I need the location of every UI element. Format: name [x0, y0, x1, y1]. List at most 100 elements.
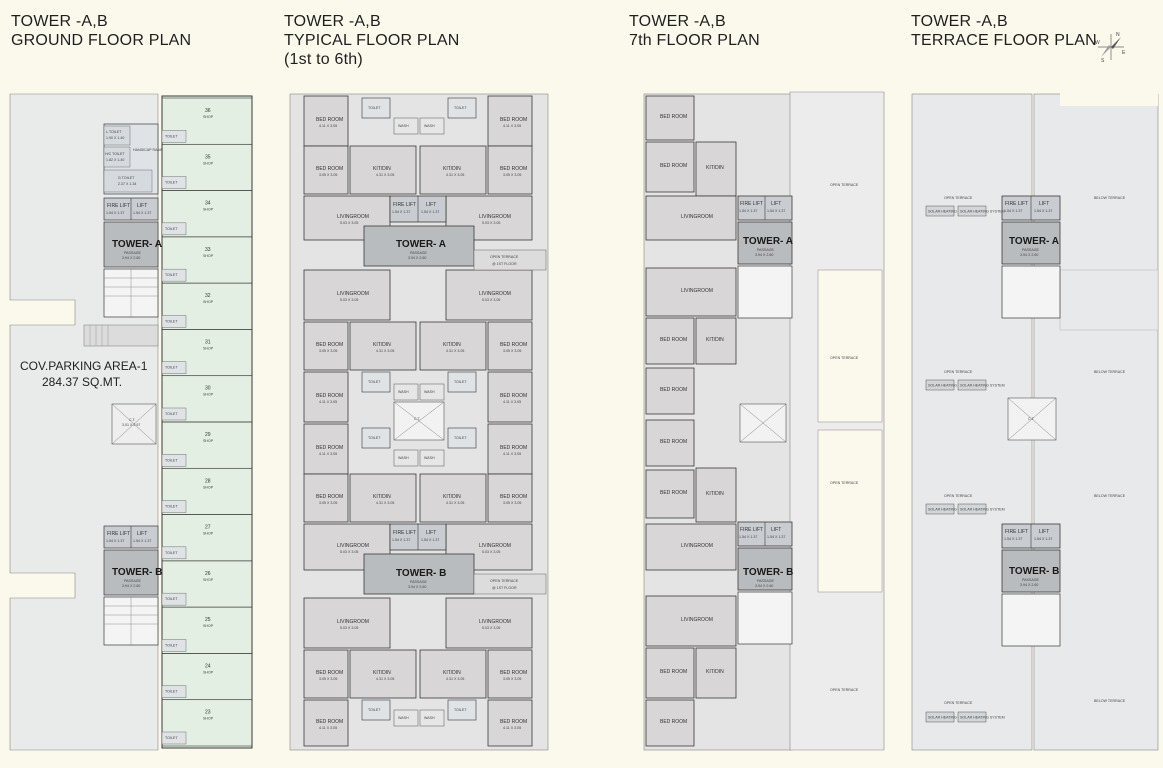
tower-a-label: TOWER- A — [1009, 236, 1059, 247]
shop-toilet — [161, 222, 187, 236]
below-terrace-label: BELOW TERRACE — [1094, 699, 1126, 703]
solar-heating-system — [925, 379, 955, 391]
room-label: LIVINGROOM — [681, 543, 713, 549]
ramp-stairs — [83, 324, 159, 347]
passage-label: PASSAGE — [124, 579, 142, 583]
passage-size: 3.94 X 2.60 — [1020, 583, 1038, 587]
room — [487, 95, 533, 147]
room-size: 5.03 X 3.05 — [482, 298, 500, 302]
room — [487, 145, 533, 195]
room-label: BED ROOM — [500, 393, 527, 399]
room-label: LIVINGROOM — [337, 619, 369, 625]
terrace-floor-plan: FIRE LIFT 1.54 X 1.37 LIFT 1.54 X 1.37 T… — [911, 92, 1159, 751]
room-label: KIT/DIN — [443, 670, 461, 676]
room-label: BED ROOM — [316, 494, 343, 500]
open-terrace-a — [473, 249, 547, 271]
room-size: 4.31 X 3.05 — [376, 677, 394, 681]
cut-label: C.T. — [414, 417, 421, 421]
open-terrace-sub: @ 1ST FLOOR — [492, 262, 517, 266]
open-terrace-label: OPEN TERRACE — [944, 196, 973, 200]
room-size: 4.11 X 3.05 — [503, 726, 521, 730]
fire-lift-label: FIRE LIFT — [393, 530, 416, 536]
shop-label: SHOP — [203, 532, 214, 536]
shop-toilet-label: TOILET — [165, 319, 178, 323]
solar-heating-systems: SOLAR HEATING SYSTEM SOLAR HEATING SYSTEM… — [925, 205, 1005, 723]
room-size: 4.11 X 3.05 — [319, 452, 337, 456]
room-label: LIVINGROOM — [681, 214, 713, 220]
toilet-label: TOILET — [368, 436, 381, 440]
lift-size: 1.54 X 1.37 — [1034, 209, 1052, 213]
lift-label: LIFT — [771, 527, 781, 533]
passage-label: PASSAGE — [1022, 578, 1040, 582]
room — [349, 473, 417, 523]
room — [645, 595, 737, 647]
title-line1: TOWER -A,B — [629, 13, 726, 30]
open-terrace-label: OPEN TERRACE — [944, 701, 973, 705]
shop-label: SHOP — [203, 624, 214, 628]
room-label: BED ROOM — [316, 670, 343, 676]
solar-label: SOLAR HEATING SYSTEM — [928, 716, 973, 720]
wash-label: WASH — [398, 124, 409, 128]
below-terrace-label: BELOW TERRACE — [1094, 370, 1126, 374]
lift-label: LIFT — [426, 530, 436, 536]
fire-lift-label: FIRE LIFT — [740, 201, 763, 207]
room-size: 4.11 X 3.05 — [503, 452, 521, 456]
cut-label: C.T. — [1028, 417, 1035, 421]
room-size: 4.31 X 3.05 — [376, 501, 394, 505]
room — [303, 371, 349, 423]
room — [303, 473, 349, 523]
passage-label: PASSAGE — [757, 248, 775, 252]
title-line1: TOWER -A,B — [11, 13, 108, 30]
open-terrace-label: OPEN TERRACE — [490, 579, 519, 583]
room — [645, 647, 695, 699]
shop-label: SHOP — [203, 300, 214, 304]
shop-number: 23 — [205, 710, 211, 716]
passage-size: 3.94 X 2.60 — [408, 585, 426, 589]
tower-b-label: TOWER- B — [112, 567, 162, 578]
open-terrace-label: OPEN TERRACE — [830, 183, 859, 187]
toilet — [361, 97, 391, 119]
toilet — [447, 97, 477, 119]
open-terrace-label: OPEN TERRACE — [944, 494, 973, 498]
room — [303, 649, 349, 699]
wash — [393, 383, 419, 401]
solar-heating-system — [957, 503, 987, 515]
solar-label: SOLAR HEATING SYSTEM — [928, 210, 973, 214]
shop-label: SHOP — [203, 439, 214, 443]
fire-lift-size: 1.54 X 1.37 — [1004, 209, 1022, 213]
shop-label: SHOP — [203, 115, 214, 119]
room-label: KIT/DIN — [443, 494, 461, 500]
room-label: KIT/DIN — [373, 670, 391, 676]
room-size: 4.31 X 3.05 — [446, 173, 464, 177]
wash-label: WASH — [398, 716, 409, 720]
room-label: BED ROOM — [500, 166, 527, 172]
shop-number: 29 — [205, 432, 211, 438]
title-typical-floor: TOWER -A,B TYPICAL FLOOR PLAN (1st to 6t… — [284, 12, 460, 69]
shop-label: SHOP — [203, 578, 214, 582]
cut-label: C.T. — [129, 418, 136, 422]
lift-label: LIFT — [137, 531, 147, 537]
room-size: 3.05 X 3.05 — [503, 173, 521, 177]
solar-heating-system — [957, 205, 987, 217]
room-size: 4.11 X 3.05 — [319, 124, 337, 128]
wash — [419, 117, 445, 135]
room-label: KIT/DIN — [373, 494, 391, 500]
room-label: BED ROOM — [316, 393, 343, 399]
shop-toilet-label: TOILET — [165, 505, 178, 509]
shop-toilet-label: TOILET — [165, 458, 178, 462]
room-label: BED ROOM — [660, 337, 687, 343]
room-label: KIT/DIN — [443, 166, 461, 172]
room — [303, 597, 391, 649]
room-label: LIVINGROOM — [479, 543, 511, 549]
cut-size: 3.01 X 2.97 — [122, 423, 140, 427]
room-label: BED ROOM — [316, 166, 343, 172]
shop-number: 24 — [205, 663, 211, 669]
tower-b-label: TOWER- B — [396, 568, 446, 579]
room — [645, 523, 737, 571]
shop-label: SHOP — [203, 485, 214, 489]
room — [445, 597, 533, 649]
wash-label: WASH — [424, 390, 435, 394]
shop-toilet-label: TOILET — [165, 366, 178, 370]
